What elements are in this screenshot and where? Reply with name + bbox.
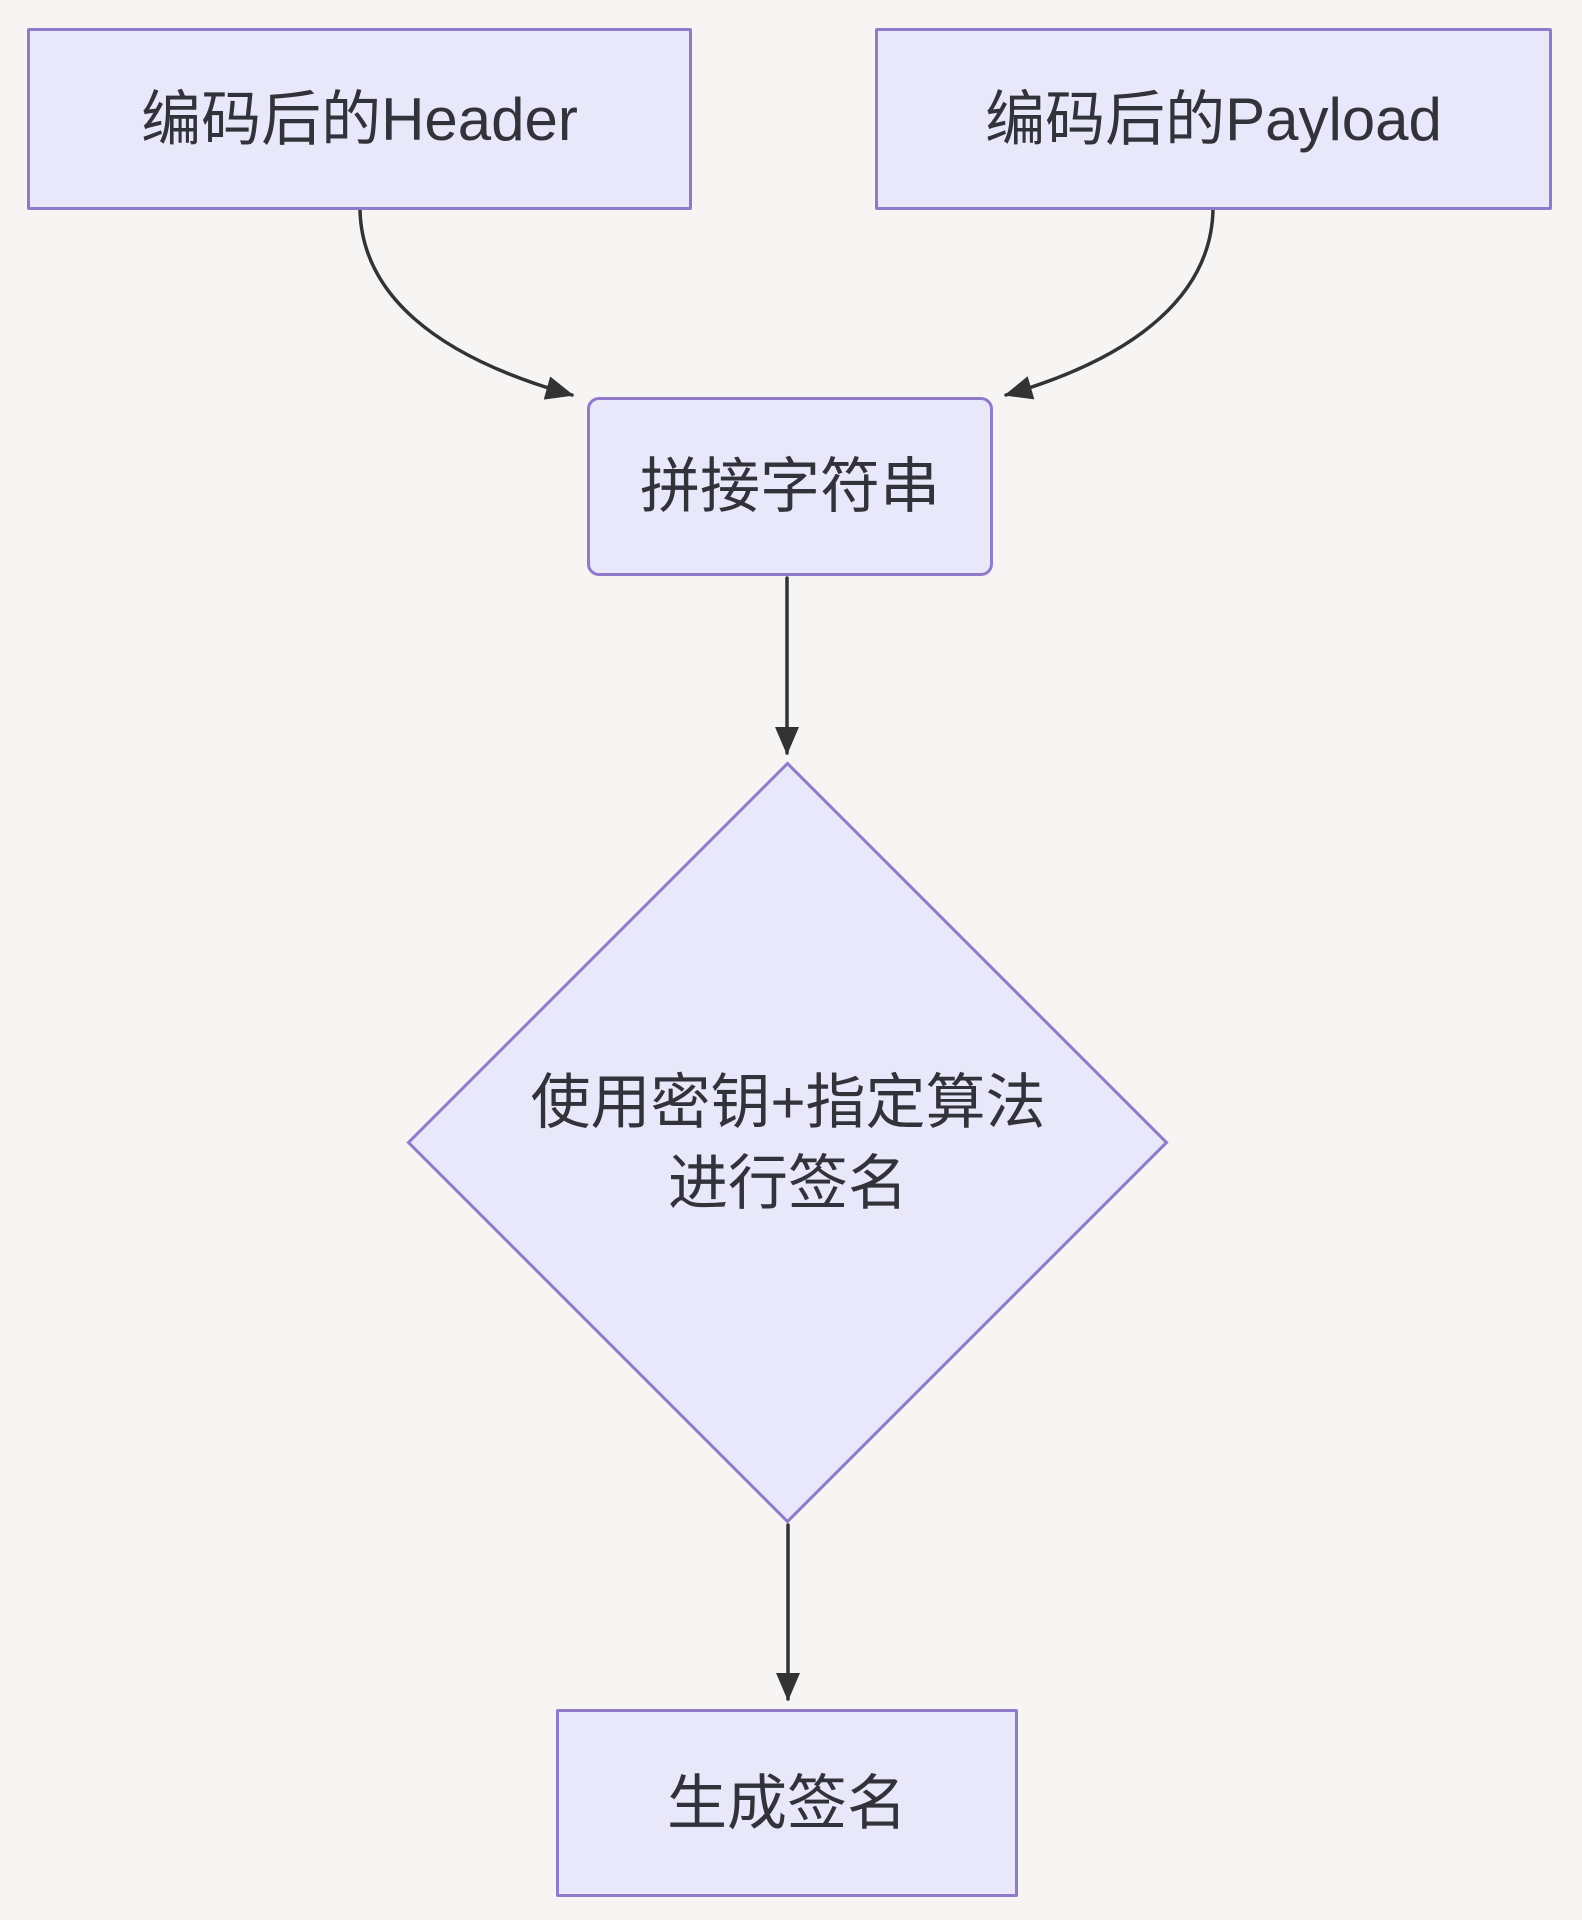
node-sign-with-key-label-line2: 进行签名 [668, 1150, 908, 1217]
node-generate-signature-label: 生成签名 [667, 1769, 907, 1837]
node-encoded-payload-label: 编码后的Payload [985, 85, 1442, 153]
node-encoded-header-label: 编码后的Header [141, 85, 578, 153]
edge-header-to-concat [358, 208, 574, 400]
edge-payload-to-concat [1004, 208, 1215, 400]
node-concat-string: 拼接字符串 [587, 397, 993, 576]
node-generate-signature: 生成签名 [556, 1709, 1018, 1897]
node-encoded-payload: 编码后的Payload [875, 28, 1552, 210]
node-concat-string-label: 拼接字符串 [640, 453, 940, 520]
node-encoded-header: 编码后的Header [27, 28, 692, 210]
node-sign-with-key: 使用密钥+指定算法 进行签名 [438, 873, 1138, 1413]
node-sign-with-key-label-line1: 使用密钥+指定算法 [530, 1069, 1046, 1136]
